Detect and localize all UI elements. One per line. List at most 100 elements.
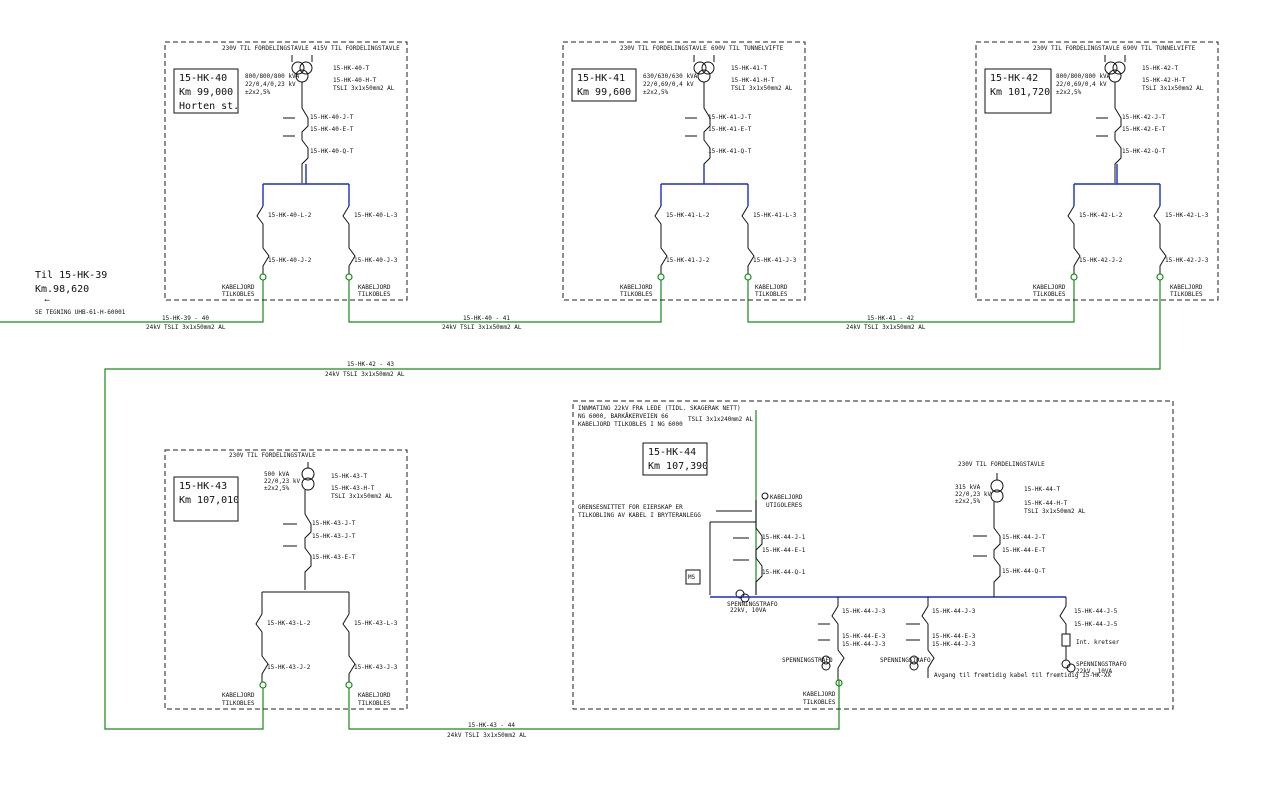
station-15-hk-44: INNMATING 22kV FRA LEDE (TIDL. SKAGERAK … [572, 400, 1174, 710]
trafo-voltage: 22/0,69/0,4 kV [643, 81, 694, 88]
switch-j-t: 15-HK-44-J-T [1002, 534, 1046, 541]
kabeljord-label: KABELJORD [755, 284, 788, 291]
station-id: 15-HK-44 [648, 447, 696, 458]
station-15-hk-42: 230V TIL FORDELINGSTAVLE 690V TIL TUNNEL… [975, 41, 1219, 301]
vt-rating: 22kV, 10VA [730, 607, 767, 614]
tilkobles-label: TILKOBLES [222, 700, 255, 707]
feeder-l2: 15-HK-41-L-2 [666, 212, 710, 219]
tilkobles-label: TILKOBLES [358, 700, 391, 707]
switch-j-t: 15-HK-41-J-T [708, 114, 752, 121]
trafo-cable-type: TSLI 3x1x50mm2 AL [1024, 508, 1086, 515]
vt-label: SPENNINGSTRAFO [1076, 661, 1127, 668]
feeder3-e: 15-HK-44-E-3 [842, 633, 886, 640]
feed-line-3: KABELJORD TILKOBLES I NG 6000 [578, 421, 683, 428]
vt-label: SPENNINGSTRAFO [880, 657, 931, 664]
header-left: 230V TIL FORDELINGSTAVLE [1033, 45, 1120, 52]
link-43-44-name: 15-HK-43 - 44 [468, 722, 515, 729]
trafo-id: 15-HK-42-T [1142, 65, 1179, 72]
station-label-box [173, 476, 239, 522]
station-label-box [642, 442, 708, 476]
feeder-j3: 15-HK-40-J-3 [354, 257, 398, 264]
utigoleres-label: UTIGOLERES [766, 502, 803, 509]
trafo-rating: 315 kVA [955, 484, 981, 491]
station-label-box [984, 68, 1052, 114]
feeder-j3: 15-HK-42-J-3 [1165, 257, 1209, 264]
kabeljord-label: KABELJORD [770, 494, 803, 501]
feeder5-j-2: 15-HK-44-J-5 [1074, 621, 1118, 628]
trafo-id: 15-HK-44-T [1024, 486, 1061, 493]
switch-j-1: 15-HK-44-J-1 [762, 534, 806, 541]
link-42-43-name: 15-HK-42 - 43 [347, 361, 394, 368]
boundary-line-2: TILKOBLING AV KABEL I BRYTERANLEGG [578, 512, 701, 519]
station-km: Km 101,720 [990, 87, 1050, 98]
station-id: 15-HK-42 [990, 73, 1038, 84]
cable-end-icon [761, 492, 769, 500]
kabeljord-label: KABELJORD [358, 692, 391, 699]
trafo-cable: 15-HK-41-H-T [731, 77, 775, 84]
switch-j-t: 15-HK-43-J-T [312, 520, 356, 527]
header-right: 415V TIL FORDELINGSTAVLE [313, 45, 400, 52]
station-km: Km 107,010 [179, 495, 239, 506]
feeder5-note: Int. kretser [1076, 639, 1120, 646]
transformer-icon [291, 61, 305, 75]
feeder-l2: 15-HK-42-L-2 [1079, 212, 1123, 219]
feeder-j2: 15-HK-40-J-2 [268, 257, 312, 264]
switch-q-t: 15-HK-42-Q-T [1122, 148, 1166, 155]
switch-q-t: 15-HK-41-Q-T [708, 148, 752, 155]
trafo-rating: 630/630/630 kVA [643, 73, 698, 80]
feeder3-j-2: 15-HK-44-J-3 [842, 641, 886, 648]
ref-drawing: SE TEGNING UHB-61-H-60001 [35, 309, 126, 316]
trafo-cable-type: TSLI 3x1x50mm2 AL [333, 85, 395, 92]
station-km: Km 107,390 [648, 461, 708, 472]
trafo-rating: 500 kVA [264, 471, 290, 478]
trafo-voltage: 22/0,23 kV [955, 491, 992, 498]
link-42-43-type: 24kV TSLI 3x1x50mm2 AL [325, 371, 405, 378]
switch-q-t: 15-HK-44-Q-T [1002, 568, 1046, 575]
feeder4-j: 15-HK-44-J-3 [932, 608, 976, 615]
link-41-42-name: 15-HK-41 - 42 [867, 315, 914, 322]
switch-e-t: 15-HK-44-E-T [1002, 547, 1046, 554]
ref-arrow: ⟵ [44, 296, 50, 304]
feed-line-1: INNMATING 22kV FRA LEDE (TIDL. SKAGERAK … [578, 405, 741, 412]
tilkobles-label: TILKOBLES [1170, 291, 1203, 298]
feeder5-j: 15-HK-44-J-5 [1074, 608, 1118, 615]
link-40-41-name: 15-HK-40 - 41 [463, 315, 510, 322]
header-right: 690V TIL TUNNELVIFTE [1123, 45, 1196, 52]
header-left: 230V TIL FORDELINGSTAVLE [222, 45, 309, 52]
station-km: Km 99,600 [577, 87, 631, 98]
trafo-voltage: 22/0,23 kV [264, 478, 301, 485]
header-right: 690V TIL TUNNELVIFTE [711, 45, 784, 52]
kabeljord-label: KABELJORD [222, 692, 255, 699]
feeder-l3: 15-HK-40-L-3 [354, 212, 398, 219]
switch-e-t: 15-HK-41-E-T [708, 126, 752, 133]
switch-q-t: 15-HK-40-Q-T [310, 148, 354, 155]
switch-j-t: 15-HK-42-J-T [1122, 114, 1166, 121]
station-id: 15-HK-40 [179, 73, 227, 84]
station-15-hk-41: 230V TIL FORDELINGSTAVLE 690V TIL TUNNEL… [562, 41, 806, 301]
feed-line-2: NG 6000, BARKÅKERVEIEN 66 [578, 413, 669, 420]
station-15-hk-43: 230V TIL FORDELINGSTAVLE 15-HK-43 Km 107… [164, 449, 408, 710]
feeder-j3: 15-HK-43-J-3 [354, 664, 398, 671]
link-39-40-name: 15-HK-39 - 40 [162, 315, 209, 322]
feeder-l3: 15-HK-41-L-3 [753, 212, 797, 219]
feeder-j2: 15-HK-42-J-2 [1079, 257, 1123, 264]
switch-e-1: 15-HK-44-E-1 [762, 547, 806, 554]
trafo-rating: 800/800/800 kVA [1056, 73, 1111, 80]
header-label: 230V TIL FORDELINGSTAVLE [958, 461, 1045, 468]
tilkobles-label: TILKOBLES [620, 291, 653, 298]
station-place: Horten st. [179, 101, 239, 112]
feeder-l3: 15-HK-43-L-3 [354, 620, 398, 627]
switch-e-t: 15-HK-40-E-T [310, 126, 354, 133]
link-40-41-type: 24kV TSLI 3x1x50mm2 AL [442, 324, 522, 331]
switch-q-1: 15-HK-44-Q-1 [762, 569, 806, 576]
trafo-tap: ±2x2,5% [1056, 89, 1082, 96]
trafo-cable: 15-HK-40-H-T [333, 77, 377, 84]
feed-cable: TSLI 3x1x240mm2 AL [688, 416, 753, 423]
tilkobles-label: TILKOBLES [1033, 291, 1066, 298]
switch-j-t: 15-HK-40-J-T [310, 114, 354, 121]
trafo-cable-type: TSLI 3x1x50mm2 AL [731, 85, 793, 92]
trafo-cable: 15-HK-43-H-T [331, 485, 375, 492]
switch-e-t: 15-HK-42-E-T [1122, 126, 1166, 133]
ref-km: Km.98,620 [35, 284, 89, 295]
